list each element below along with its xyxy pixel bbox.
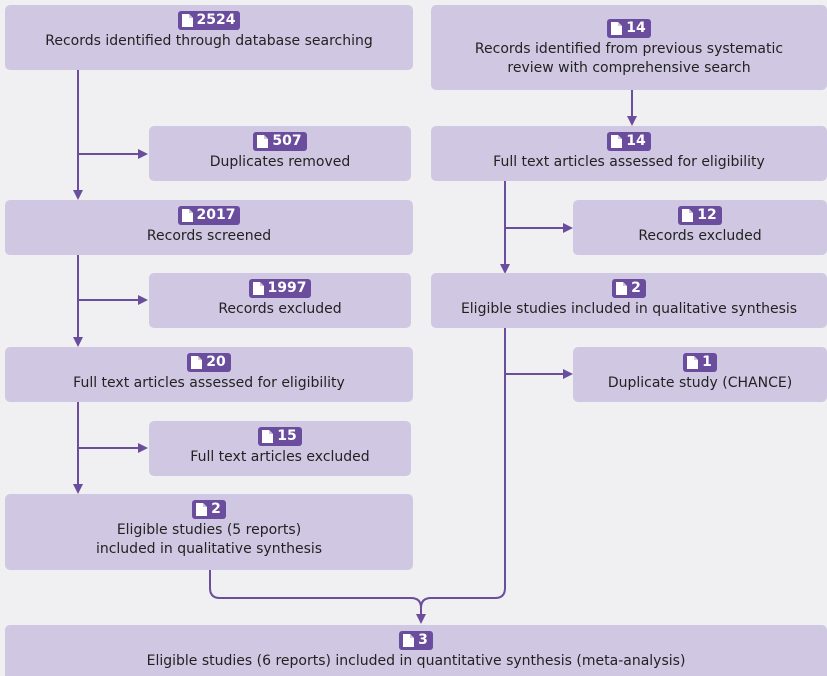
count-badge: 2 xyxy=(192,500,226,519)
document-icon xyxy=(403,634,415,647)
box-fulltext-excluded: 15 Full text articles excluded xyxy=(149,421,411,476)
document-icon xyxy=(611,135,623,148)
box-right-fulltext-assessed: 14 Full text articles assessed for eligi… xyxy=(431,126,827,181)
box-records-screened: 2017 Records screened xyxy=(5,200,413,255)
count-badge: 1 xyxy=(683,353,717,372)
box-label: Full text articles excluded xyxy=(190,449,370,465)
box-records-identified: 2524 Records identified through database… xyxy=(5,5,413,70)
box-label-line1: Records identified from previous systema… xyxy=(474,41,784,57)
box-label: Full text articles assessed for eligibil… xyxy=(73,375,345,391)
box-right-eligible-qualitative: 2 Eligible studies included in qualitati… xyxy=(431,273,827,328)
count-value: 2524 xyxy=(196,12,236,28)
box-label-line2: included in qualitative synthesis xyxy=(95,541,323,557)
document-icon xyxy=(181,209,193,222)
box-duplicates-removed: 507 Duplicates removed xyxy=(149,126,411,181)
document-icon xyxy=(191,356,203,369)
count-badge: 12 xyxy=(678,206,722,225)
connector-right-merge xyxy=(420,328,506,609)
count-badge: 2 xyxy=(612,279,646,298)
count-value: 1997 xyxy=(267,280,307,296)
document-icon xyxy=(196,503,208,516)
box-eligible-qualitative: 2 Eligible studies (5 reports) included … xyxy=(5,494,413,570)
document-icon xyxy=(181,14,193,27)
box-previous-review: 14 Records identified from previous syst… xyxy=(431,5,827,90)
count-badge: 3 xyxy=(399,631,433,650)
count-value: 2017 xyxy=(196,207,236,223)
count-badge: 14 xyxy=(607,19,651,38)
count-value: 507 xyxy=(272,133,302,149)
count-badge: 15 xyxy=(258,427,302,446)
count-value: 2 xyxy=(631,280,641,296)
box-label: Full text articles assessed for eligibil… xyxy=(493,154,765,170)
document-icon xyxy=(687,356,699,369)
box-label-line2: review with comprehensive search xyxy=(507,60,751,76)
count-value: 3 xyxy=(418,632,428,648)
count-value: 1 xyxy=(702,354,712,370)
box-quantitative-synthesis: 3 Eligible studies (6 reports) included … xyxy=(5,625,827,676)
count-value: 14 xyxy=(626,20,646,36)
count-badge: 507 xyxy=(253,132,307,151)
box-records-excluded: 1997 Records excluded xyxy=(149,273,411,328)
box-label: Duplicate study (CHANCE) xyxy=(607,375,793,391)
count-badge: 2017 xyxy=(177,206,241,225)
document-icon xyxy=(611,22,623,35)
count-value: 20 xyxy=(206,354,226,370)
box-label: Records screened xyxy=(146,228,272,244)
box-right-records-excluded: 12 Records excluded xyxy=(573,200,827,255)
document-icon xyxy=(257,135,269,148)
count-badge: 2524 xyxy=(177,11,241,30)
count-value: 15 xyxy=(277,428,297,444)
box-label: Duplicates removed xyxy=(209,154,351,170)
document-icon xyxy=(682,209,694,222)
box-label: Records excluded xyxy=(218,301,342,317)
box-label-line1: Eligible studies (5 reports) xyxy=(116,522,302,538)
count-badge: 20 xyxy=(187,353,231,372)
count-value: 14 xyxy=(626,133,646,149)
box-label: Eligible studies (6 reports) included in… xyxy=(146,653,686,669)
count-badge: 1997 xyxy=(248,279,312,298)
count-value: 12 xyxy=(697,207,717,223)
document-icon xyxy=(616,282,628,295)
connector-left-merge xyxy=(209,570,426,624)
count-badge: 14 xyxy=(607,132,651,151)
box-label: Records excluded xyxy=(638,228,762,244)
count-value: 2 xyxy=(211,501,221,517)
box-label: Eligible studies included in qualitative… xyxy=(460,301,798,317)
document-icon xyxy=(262,430,274,443)
document-icon xyxy=(252,282,264,295)
box-label: Records identified through database sear… xyxy=(45,33,373,49)
box-fulltext-assessed: 20 Full text articles assessed for eligi… xyxy=(5,347,413,402)
box-duplicate-study: 1 Duplicate study (CHANCE) xyxy=(573,347,827,402)
